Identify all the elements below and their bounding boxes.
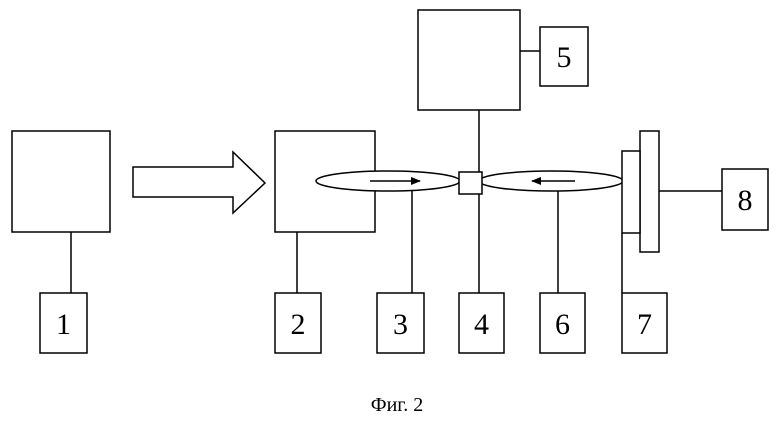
top-unit-box bbox=[418, 10, 520, 110]
figure-caption: Фиг. 2 bbox=[371, 394, 423, 416]
block-4-label: 4 bbox=[474, 308, 489, 341]
sample-cell bbox=[459, 172, 482, 194]
mirror-front-plate bbox=[622, 151, 640, 233]
block-1-label: 1 bbox=[56, 308, 71, 341]
block-2-label: 2 bbox=[291, 308, 306, 341]
beam-direction-arrow bbox=[133, 152, 265, 213]
block-7-label: 7 bbox=[637, 308, 652, 341]
source-unit-box bbox=[12, 131, 110, 232]
block-8-label: 8 bbox=[738, 184, 753, 217]
block-6-label: 6 bbox=[555, 308, 570, 341]
block-3-label: 3 bbox=[393, 308, 408, 341]
block-5-label: 5 bbox=[557, 41, 572, 74]
mirror-back-plate bbox=[640, 131, 659, 252]
